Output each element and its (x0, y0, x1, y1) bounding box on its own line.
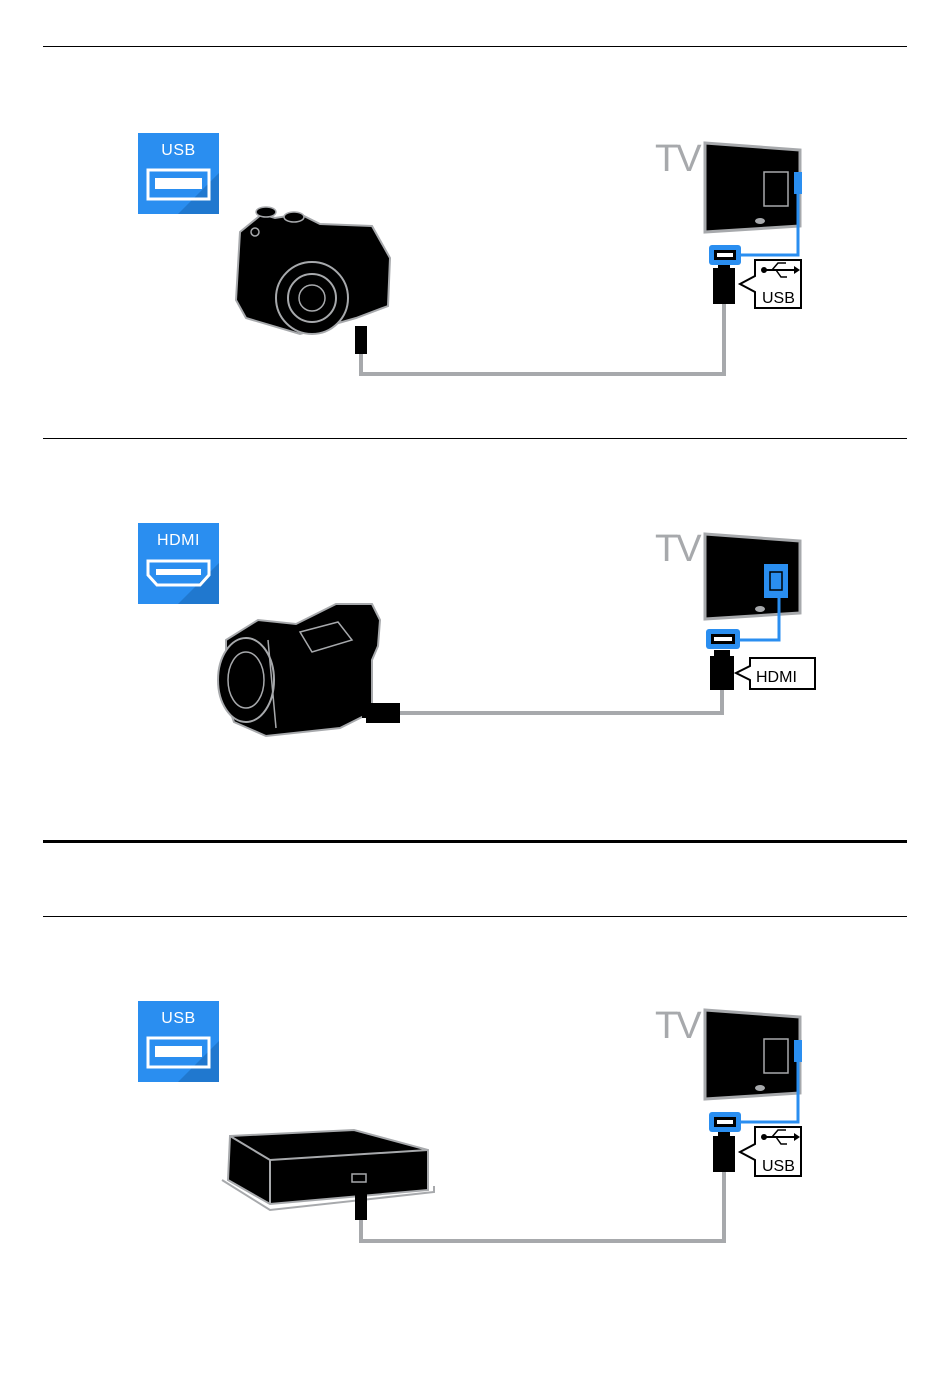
callout-label: HDMI (756, 669, 797, 686)
hdmi-callout: HDMI (736, 658, 815, 689)
tv-label: TV (655, 528, 700, 571)
tv-label: TV (655, 1005, 700, 1048)
usb-callout: USB (740, 1127, 801, 1176)
hdmi-badge: HDMI (138, 523, 219, 604)
tv-icon (705, 143, 800, 232)
hdmi-cable (362, 650, 734, 723)
callout-label: USB (762, 290, 795, 307)
badge-label: HDMI (138, 532, 219, 550)
hard-drive-icon (222, 1130, 434, 1210)
usb-badge: USB (138, 1001, 219, 1082)
camera-icon (236, 207, 390, 334)
tv-icon (705, 534, 800, 619)
usb-callout: USB (740, 260, 801, 308)
usb-cable (355, 262, 735, 374)
camcorder-icon (218, 604, 380, 736)
badge-label: USB (138, 1010, 219, 1028)
callout-label: USB (762, 1158, 795, 1175)
tv-icon (705, 1010, 800, 1099)
